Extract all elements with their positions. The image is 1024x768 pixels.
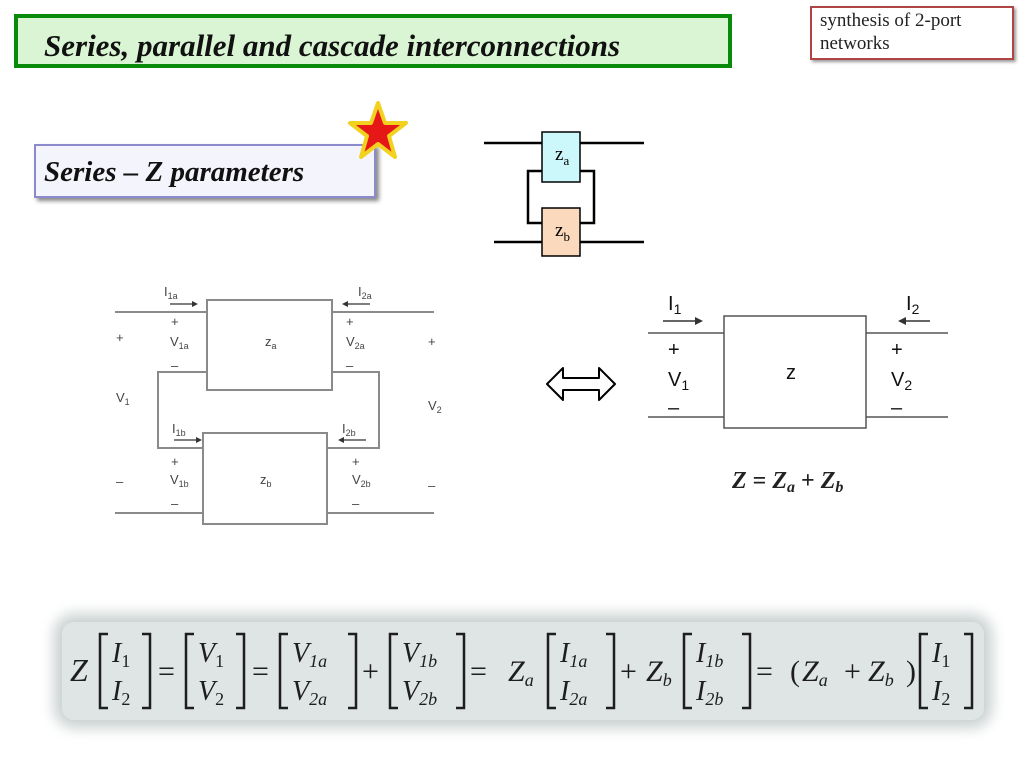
- plus-2: +: [620, 655, 637, 688]
- z-box: [723, 315, 867, 429]
- V2-label: V2: [428, 398, 442, 415]
- topic-tag-line-2: networks: [820, 33, 890, 54]
- matrix-V2a: V2a: [292, 676, 327, 709]
- series-z-equation-text: Z = Za + Zb: [731, 468, 843, 496]
- matrix-V1b: V1b: [402, 638, 437, 671]
- eq-4: =: [756, 655, 773, 688]
- matrix-Z: Z: [70, 652, 89, 688]
- plus-1: +: [362, 655, 379, 688]
- lparen: (: [790, 655, 800, 688]
- za-label: za: [555, 144, 569, 168]
- paren-Za: Za: [802, 655, 828, 690]
- section-heading-box: Series – Z parameters: [34, 144, 376, 198]
- V2a-minus: –: [346, 358, 354, 373]
- za-block: [541, 131, 581, 183]
- V1-plus: +: [668, 339, 680, 361]
- V1-label: V1: [668, 369, 689, 393]
- equivalence-arrow-icon: [546, 367, 616, 401]
- topic-tag-line-1: synthesis of 2-port: [820, 10, 962, 31]
- eq-3: =: [470, 655, 487, 688]
- matrix-I1a: I1a: [559, 638, 587, 671]
- star-icon: [348, 101, 408, 159]
- I2a-label: I2a: [358, 284, 372, 301]
- topic-tag: synthesis of 2-port networks: [810, 6, 1014, 60]
- V1b-label: V1b: [170, 472, 189, 489]
- V1a-label: V1a: [170, 334, 189, 351]
- matrix-I2-final: I2: [931, 676, 950, 709]
- matrix-equation-band: [62, 622, 984, 720]
- matrix-I2b: I2b: [695, 676, 723, 709]
- equivalent-z-circuit: I1 I2 + V1 – + V2 – z: [648, 293, 948, 429]
- matrix-equation: Z I1 I2 = V1 V2 = V1a V2a + V1b V2b = Za…: [70, 632, 974, 710]
- title-box: Series, parallel and cascade interconnec…: [14, 14, 732, 68]
- matrix-V1a: V1a: [292, 638, 327, 671]
- I2-label: I2: [906, 293, 920, 317]
- I1-label: I1: [668, 293, 682, 317]
- matrix-V2b: V2b: [402, 676, 437, 709]
- V2a-label: V2a: [346, 334, 365, 351]
- V2-plus: +: [428, 334, 436, 349]
- section-heading: Series – Z parameters: [44, 156, 305, 188]
- V1a-plus: +: [171, 314, 179, 329]
- V1-label: V1: [116, 390, 130, 407]
- matrix-V2: V2: [198, 676, 224, 709]
- matrix-I1b: I1b: [695, 638, 723, 671]
- V2-label: V2: [891, 369, 912, 393]
- matrix-V1: V1: [198, 638, 224, 671]
- zb-block: [541, 207, 581, 257]
- eq-2: =: [252, 655, 269, 688]
- series-connection-circuit: I1a I2a I1b I2b + V1a – + V2a – + V1b – …: [115, 284, 442, 525]
- matrix-Za: Za: [508, 655, 534, 690]
- V2b-plus: +: [352, 454, 360, 469]
- V1b-plus: +: [171, 454, 179, 469]
- matrix-I1: I1: [111, 638, 130, 671]
- V1-minus: –: [668, 397, 680, 419]
- paren-Zb: Zb: [868, 655, 894, 690]
- za-box: [206, 299, 333, 391]
- V2-minus: –: [891, 397, 903, 419]
- zb-box-label: zb: [260, 472, 272, 489]
- V2-plus: +: [891, 339, 903, 361]
- z-box-label: z: [786, 362, 796, 384]
- plus-3: +: [844, 655, 861, 688]
- matrix-I2a: I2a: [559, 676, 587, 709]
- V2a-plus: +: [346, 314, 354, 329]
- zb-label: zb: [555, 220, 570, 244]
- V2b-minus: –: [352, 496, 360, 511]
- I1a-label: I1a: [164, 284, 178, 301]
- I2b-label: I2b: [342, 421, 356, 438]
- slide-title: Series, parallel and cascade interconnec…: [44, 28, 621, 63]
- matrix-I1-final: I1: [931, 638, 950, 671]
- V1-plus: +: [116, 330, 124, 345]
- V2-minus: –: [428, 478, 436, 493]
- V1a-minus: –: [171, 358, 179, 373]
- matrix-Zb: Zb: [646, 655, 672, 690]
- rparen: ): [906, 655, 916, 688]
- eq-1: =: [158, 655, 175, 688]
- series-block-diagram: za zb: [484, 131, 644, 257]
- za-box-label: za: [265, 334, 277, 351]
- zb-box: [202, 432, 328, 525]
- I1b-label: I1b: [172, 421, 186, 438]
- V1-minus: –: [116, 474, 124, 489]
- V1b-minus: –: [171, 496, 179, 511]
- series-z-equation: Z = Za + Zb: [731, 468, 843, 496]
- matrix-I2: I2: [111, 676, 130, 709]
- V2b-label: V2b: [352, 472, 371, 489]
